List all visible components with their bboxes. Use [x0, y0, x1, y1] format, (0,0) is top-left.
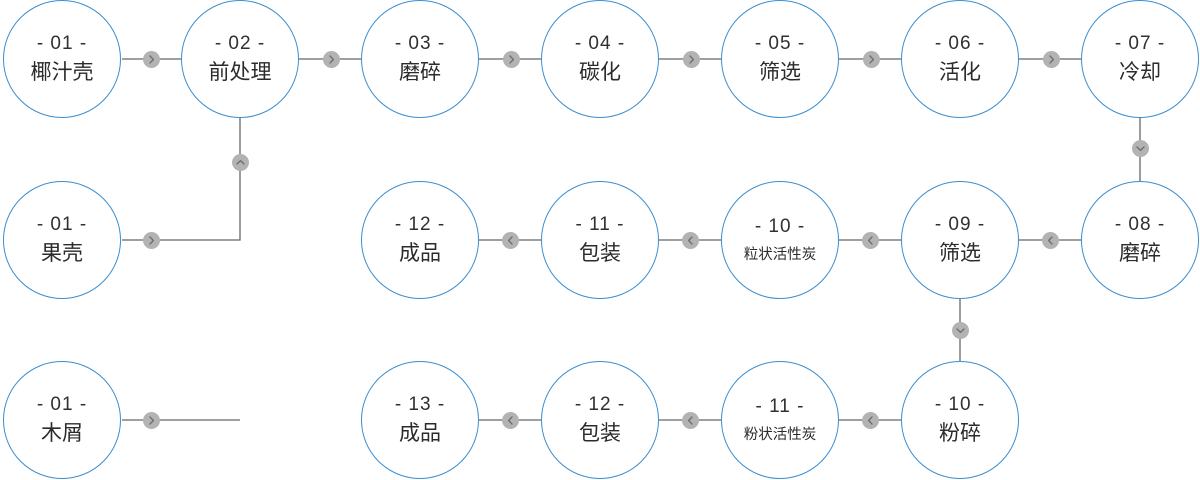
- node-step-number: - 10 -: [934, 393, 986, 415]
- flow-node-活化[interactable]: - 06 - 活化: [901, 0, 1019, 118]
- node-step-number: - 11 -: [755, 396, 805, 418]
- flow-node-包装[interactable]: - 12 - 包装: [541, 361, 659, 479]
- node-step-number: - 09 -: [934, 213, 986, 235]
- flow-node-木屑[interactable]: - 01 - 木屑: [3, 361, 121, 479]
- flow-node-成品[interactable]: - 12 - 成品: [361, 181, 479, 299]
- flow-node-碳化[interactable]: - 04 - 碳化: [541, 0, 659, 118]
- flow-node-前处理[interactable]: - 02 - 前处理: [181, 0, 299, 118]
- node-step-number: - 01 -: [36, 393, 88, 415]
- node-step-number: - 01 -: [36, 32, 88, 54]
- node-label: 筛选: [759, 61, 801, 85]
- arrow-marker-right: [142, 411, 160, 429]
- node-step-number: - 03 -: [394, 32, 446, 54]
- arrow-marker-down: [1131, 139, 1149, 157]
- arrow-marker-left: [501, 231, 519, 249]
- arrow-marker-right: [142, 231, 160, 249]
- arrow-marker-left: [681, 411, 699, 429]
- arrow-marker-left: [681, 231, 699, 249]
- node-step-number: - 06 -: [934, 32, 986, 54]
- node-step-number: - 12 -: [394, 213, 446, 235]
- arrow-marker-left: [1041, 231, 1059, 249]
- arrow-marker-left: [861, 411, 879, 429]
- flow-node-筛选[interactable]: - 09 - 筛选: [901, 181, 1019, 299]
- flow-node-果壳[interactable]: - 01 - 果壳: [3, 181, 121, 299]
- arrow-marker-right: [142, 50, 160, 68]
- arrow-marker-left: [501, 411, 519, 429]
- flow-node-冷却[interactable]: - 07 - 冷却: [1081, 0, 1199, 118]
- node-step-number: - 08 -: [1114, 213, 1166, 235]
- arrow-marker-down: [951, 321, 969, 339]
- node-label: 粉状活性炭: [743, 427, 817, 444]
- node-step-number: - 02 -: [214, 32, 266, 54]
- node-step-number: - 05 -: [754, 32, 806, 54]
- node-step-number: - 13 -: [394, 393, 446, 415]
- arrow-marker-up: [231, 153, 249, 171]
- node-step-number: - 01 -: [36, 213, 88, 235]
- node-label: 包装: [579, 422, 621, 446]
- node-label: 冷却: [1119, 61, 1161, 85]
- node-step-number: - 11 -: [575, 213, 625, 235]
- arrow-marker-right: [1042, 50, 1060, 68]
- node-label: 椰汁壳: [30, 61, 94, 85]
- node-label: 磨碎: [399, 61, 441, 85]
- node-label: 磨碎: [1119, 242, 1161, 266]
- flow-node-包装[interactable]: - 11 - 包装: [541, 181, 659, 299]
- node-label: 粉碎: [939, 422, 981, 446]
- node-label: 活化: [939, 61, 981, 85]
- node-step-number: - 10 -: [754, 216, 806, 238]
- flow-node-粒状活性炭[interactable]: - 10 - 粒状活性炭: [721, 181, 839, 299]
- arrow-marker-right: [322, 50, 340, 68]
- node-step-number: - 04 -: [574, 32, 626, 54]
- node-step-number: - 07 -: [1114, 32, 1166, 54]
- node-label: 粒状活性炭: [743, 247, 817, 264]
- flow-node-成品[interactable]: - 13 - 成品: [361, 361, 479, 479]
- node-label: 果壳: [41, 242, 83, 266]
- node-label: 前处理: [208, 61, 272, 85]
- flow-node-磨碎[interactable]: - 03 - 磨碎: [361, 0, 479, 118]
- arrow-marker-right: [502, 50, 520, 68]
- flow-node-椰汁壳[interactable]: - 01 - 椰汁壳: [3, 0, 121, 118]
- node-label: 木屑: [41, 422, 83, 446]
- flow-node-粉状活性炭[interactable]: - 11 - 粉状活性炭: [721, 361, 839, 479]
- arrow-marker-left: [861, 231, 879, 249]
- node-label: 成品: [399, 422, 441, 446]
- flow-node-粉碎[interactable]: - 10 - 粉碎: [901, 361, 1019, 479]
- node-label: 筛选: [939, 242, 981, 266]
- node-step-number: - 12 -: [574, 393, 626, 415]
- flow-node-筛选[interactable]: - 05 - 筛选: [721, 0, 839, 118]
- node-label: 成品: [399, 242, 441, 266]
- node-label: 碳化: [579, 61, 621, 85]
- arrow-marker-right: [682, 50, 700, 68]
- flow-node-磨碎[interactable]: - 08 - 磨碎: [1081, 181, 1199, 299]
- arrow-marker-right: [862, 50, 880, 68]
- node-label: 包装: [579, 242, 621, 266]
